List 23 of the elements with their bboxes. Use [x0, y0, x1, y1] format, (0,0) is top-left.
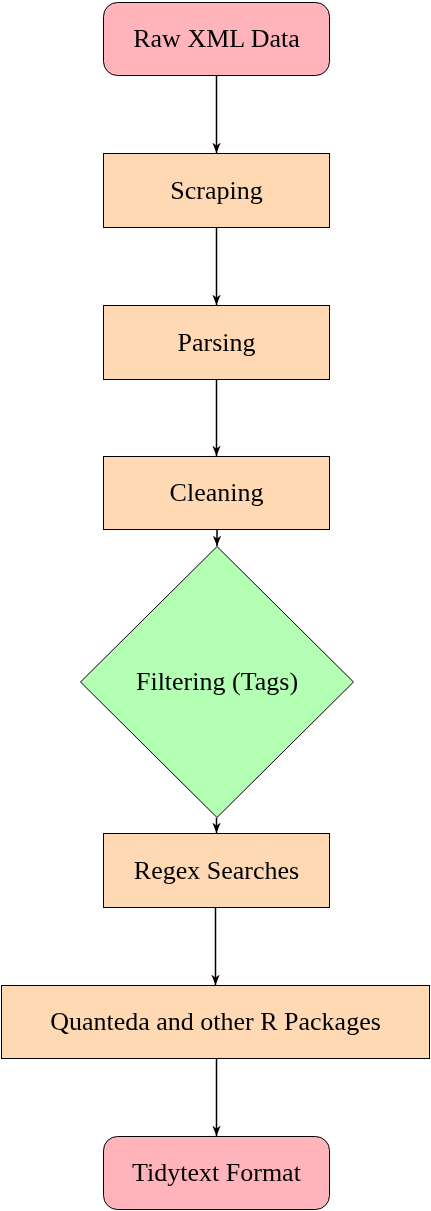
- node-label: Quanteda and other R Packages: [50, 1007, 381, 1037]
- node-label: Cleaning: [169, 478, 264, 508]
- arrow: [212, 227, 221, 306]
- arrow: [212, 379, 221, 457]
- process-box: [1, 985, 430, 1059]
- arrow: [212, 75, 221, 154]
- terminal-box: [103, 1136, 330, 1210]
- terminal-box: [103, 2, 330, 76]
- process-box: [103, 456, 330, 530]
- arrow: [212, 1058, 221, 1137]
- node-label: Regex Searches: [133, 855, 300, 886]
- arrow: [212, 817, 221, 834]
- node-label: Raw XML Data: [133, 24, 300, 54]
- process-box: [103, 153, 330, 228]
- decision-diamond: [80, 546, 354, 818]
- process-box: [103, 833, 330, 908]
- node-label: Tidytext Format: [132, 1158, 301, 1188]
- arrow: [212, 529, 222, 547]
- node-label: Scraping: [170, 175, 263, 206]
- node-label: Filtering (Tags): [135, 667, 299, 697]
- node-label: Parsing: [177, 327, 256, 358]
- process-box: [103, 305, 330, 380]
- arrow: [211, 907, 220, 986]
